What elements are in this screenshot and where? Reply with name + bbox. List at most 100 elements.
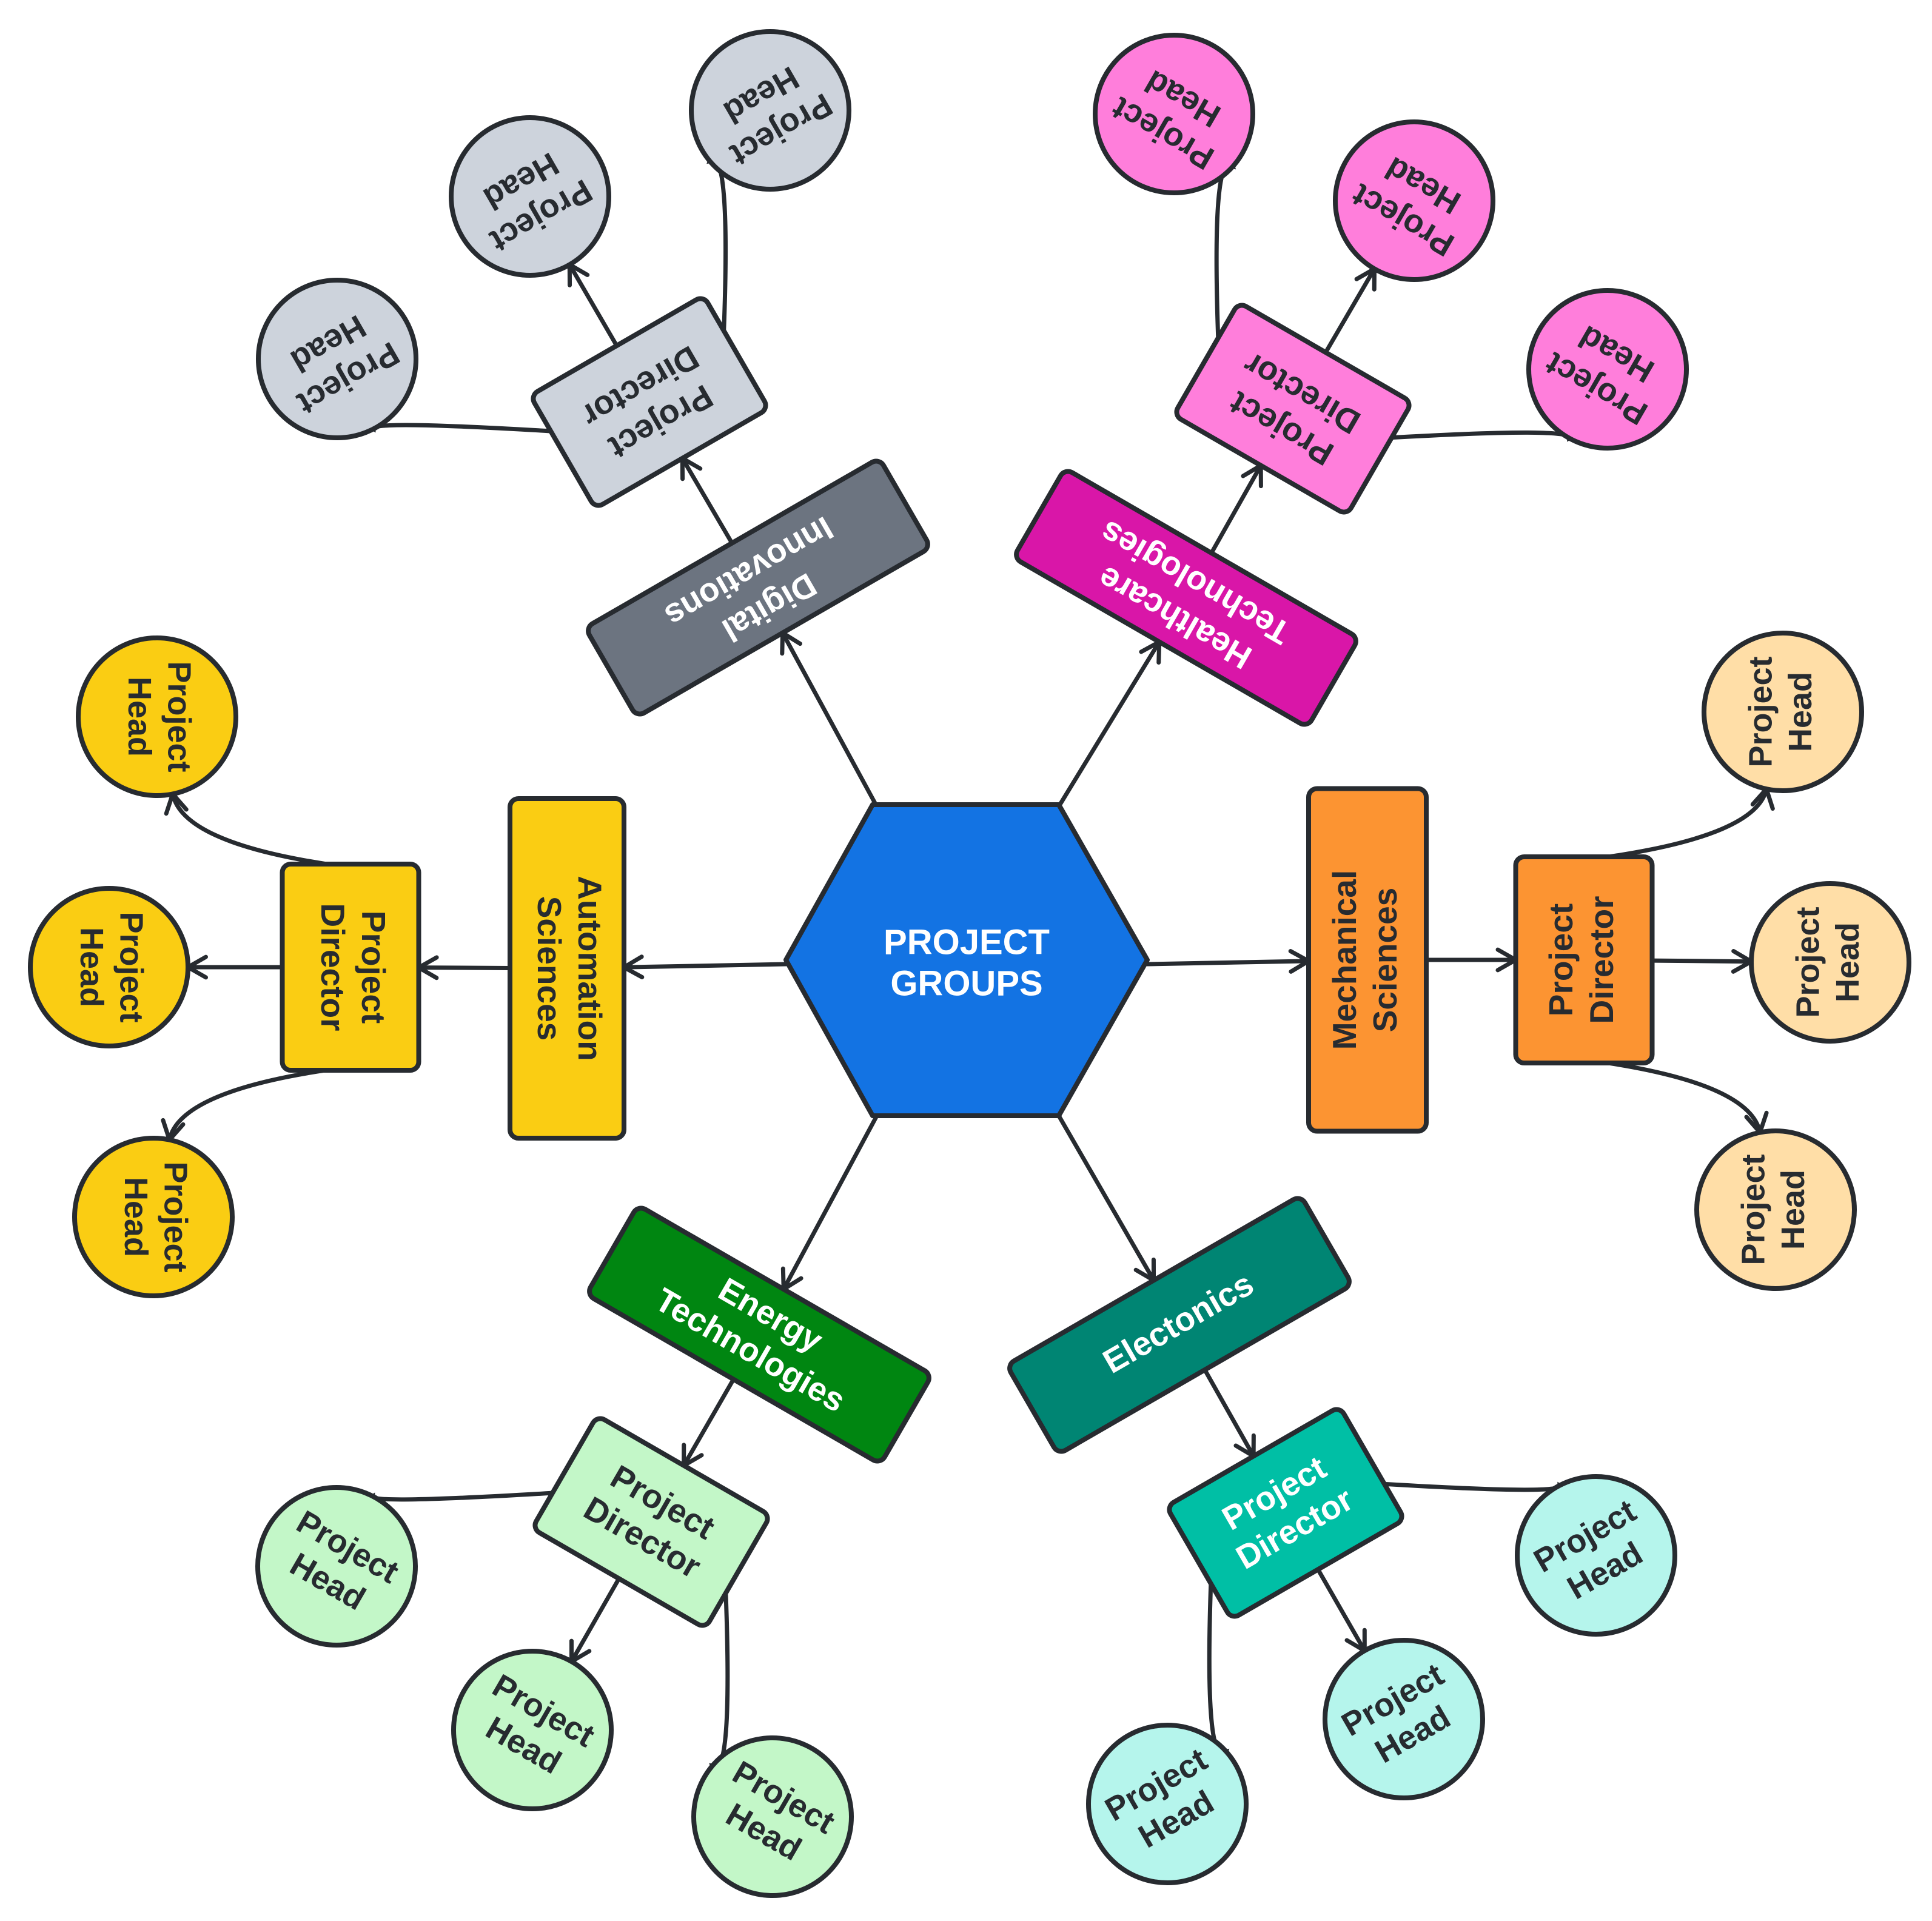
head-circle[interactable] — [449, 115, 611, 278]
head-circle[interactable] — [1702, 631, 1864, 793]
edge-energy-director-to-head-3 — [710, 1591, 730, 1769]
edge-healthcare-director-to-head-1 — [1214, 163, 1235, 340]
director-label-automation-line2: Director — [314, 904, 352, 1031]
head-circle[interactable] — [689, 29, 851, 192]
center-label-line2: GROUPS — [890, 964, 1042, 1003]
head-circle[interactable] — [72, 1136, 235, 1298]
edge-center-to-energy — [781, 1113, 879, 1292]
edge-electronics-director-to-head-1 — [1382, 1481, 1562, 1492]
group-label-mechanical-line1: Mechanical — [1326, 870, 1363, 1050]
director-box-automation[interactable] — [280, 862, 421, 1073]
group-box-shape[interactable] — [1306, 786, 1429, 1134]
edge-automation-director-to-head-3 — [167, 1068, 329, 1142]
group-box-shape[interactable] — [1007, 1195, 1352, 1454]
head-circle[interactable] — [28, 886, 190, 1048]
director-box-electronics[interactable] — [1166, 1406, 1404, 1619]
edge-center-to-mechanical — [1145, 959, 1311, 967]
group-box-energy[interactable] — [586, 1205, 932, 1464]
director-box-shape[interactable] — [280, 862, 421, 1073]
head-circle[interactable] — [1694, 1128, 1857, 1291]
head-circle[interactable] — [1526, 288, 1689, 451]
head-circle[interactable] — [76, 635, 238, 798]
head-circle[interactable] — [255, 1485, 418, 1648]
group-box-healthcare[interactable] — [1013, 468, 1359, 727]
edge-digital-to-director — [680, 456, 734, 546]
head-label-mechanical-3-line1: Project — [1735, 1154, 1771, 1265]
group-box-shape[interactable] — [1013, 468, 1359, 727]
head-circle[interactable] — [1093, 33, 1255, 195]
edge-healthcare-to-director — [1209, 463, 1263, 555]
edge-center-to-automation — [622, 962, 788, 970]
head-circle[interactable] — [691, 1735, 854, 1898]
director-box-digital[interactable] — [530, 295, 768, 508]
director-box-healthcare[interactable] — [1173, 302, 1412, 515]
group-label-mechanical-line2: Sciences — [1366, 888, 1404, 1033]
director-label-mechanical-line2: Director — [1583, 896, 1620, 1024]
group-label-automation-line1: Automation — [571, 876, 609, 1061]
director-box-energy[interactable] — [532, 1415, 770, 1628]
group-box-mechanical[interactable] — [1306, 786, 1429, 1134]
group-box-digital[interactable] — [585, 458, 931, 717]
cluster-healthcare: HealthcareTechnologiesProjectDirectorPro… — [1013, 33, 1689, 727]
director-box-shape[interactable] — [532, 1415, 770, 1628]
head-label-automation-3-line1: Project — [158, 1161, 194, 1272]
head-circle[interactable] — [451, 1649, 614, 1811]
head-label-automation-3-line2: Head — [118, 1177, 154, 1257]
edge-energy-director-to-head-2 — [569, 1576, 622, 1664]
director-box-shape[interactable] — [530, 295, 768, 508]
director-box-mechanical[interactable] — [1513, 854, 1655, 1065]
director-box-shape[interactable] — [1166, 1406, 1404, 1619]
edge-center-to-healthcare — [1056, 640, 1162, 809]
group-box-shape[interactable] — [586, 1205, 932, 1464]
head-circle[interactable] — [256, 278, 418, 440]
group-box-electronics[interactable] — [1007, 1195, 1352, 1454]
head-circle[interactable] — [1086, 1723, 1249, 1885]
edge-electronics-to-director — [1202, 1367, 1256, 1458]
group-label-automation-line2: Sciences — [531, 896, 568, 1041]
head-circle[interactable] — [1515, 1474, 1677, 1637]
head-circle[interactable] — [1333, 119, 1495, 282]
edge-mechanical-director-to-head-2 — [1650, 958, 1754, 964]
center-label-line1: PROJECT — [884, 922, 1050, 962]
head-label-automation-2-line2: Head — [73, 927, 110, 1007]
group-box-shape[interactable] — [585, 458, 931, 717]
center-hexagon[interactable] — [783, 802, 1150, 1118]
director-box-shape[interactable] — [1173, 302, 1412, 515]
edge-digital-director-to-head-2 — [567, 262, 619, 348]
edge-energy-to-director — [682, 1377, 736, 1468]
edge-mechanical-director-to-head-3 — [1606, 1061, 1762, 1135]
group-box-shape[interactable] — [508, 796, 626, 1141]
head-circle[interactable] — [1323, 1638, 1485, 1800]
center-node[interactable]: PROJECT GROUPS — [783, 802, 1150, 1118]
node-layer: PROJECT GROUPS DigitalInnovationsProject… — [28, 29, 1911, 1898]
head-circle[interactable] — [1749, 881, 1911, 1044]
head-label-automation-2-line1: Project — [113, 911, 150, 1022]
group-box-automation[interactable] — [508, 796, 626, 1141]
edge-center-to-digital — [780, 631, 879, 809]
director-box-shape[interactable] — [1513, 854, 1655, 1065]
